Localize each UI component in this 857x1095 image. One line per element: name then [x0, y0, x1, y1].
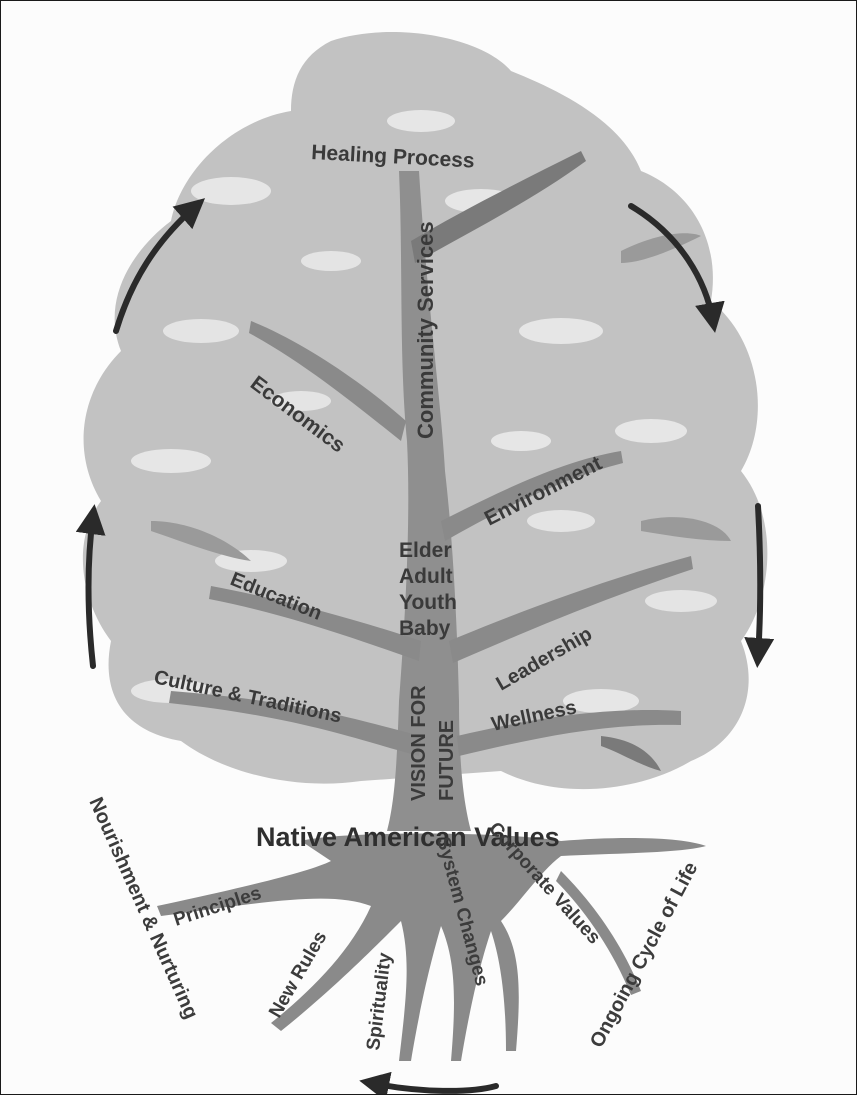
label-vision-for: VISION FOR [408, 685, 430, 801]
arrow-bottom [359, 1071, 499, 1094]
label-elder: Elder [399, 539, 452, 562]
tree-roots [157, 833, 706, 1061]
label-baby: Baby [399, 617, 451, 640]
arrow-left [75, 504, 106, 669]
arrow-right [744, 503, 775, 668]
label-spirituality: Spirituality [363, 951, 396, 1051]
label-youth: Youth [399, 591, 457, 614]
tree-trunk [151, 151, 731, 831]
cycle-arrows [75, 198, 775, 1094]
label-adult: Adult [399, 565, 453, 588]
label-principles: Principles [171, 883, 264, 931]
arrow-top-left [113, 198, 206, 334]
diagram-title: Native American Values [256, 822, 560, 852]
label-community-services: Community Services [413, 221, 438, 439]
label-future: FUTURE [436, 720, 458, 801]
arrow-top-right [628, 203, 725, 333]
label-ongoing-cycle-of-life: Ongoing Cycle of Life [586, 859, 702, 1052]
